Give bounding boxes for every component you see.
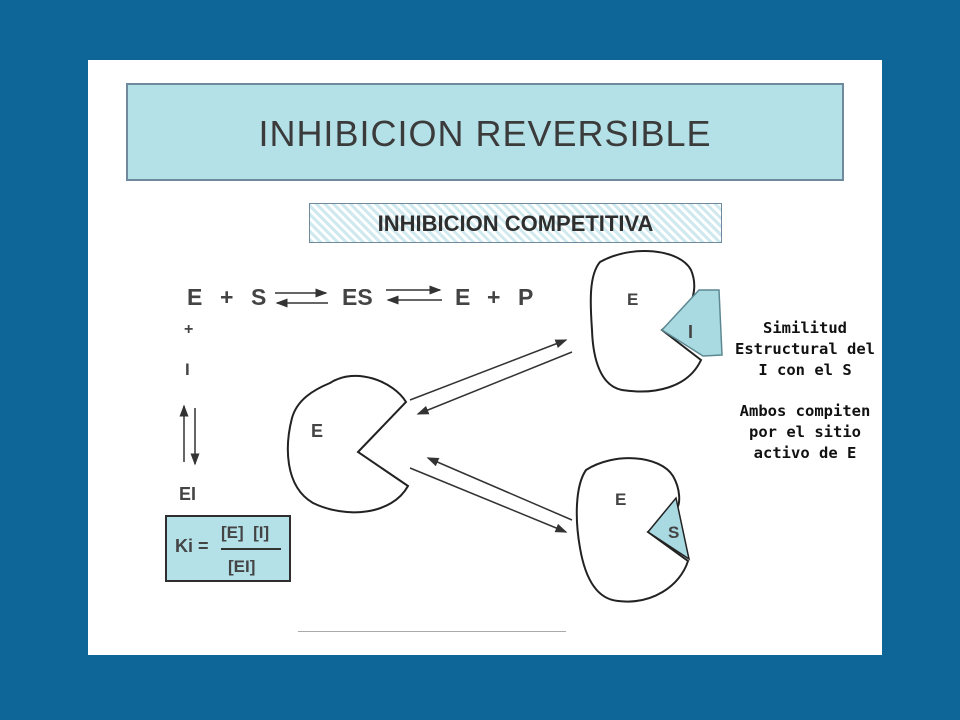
ki-fraction-bar (221, 548, 281, 550)
ki-label: Ki = (175, 536, 209, 556)
eq-es: ES (342, 284, 373, 310)
equilibrium-arrow-2 (386, 285, 442, 305)
eq-e: E (187, 284, 202, 310)
eq-plus-2: + (487, 284, 500, 310)
eq-e-product-side: E (455, 284, 470, 310)
title-box: INHIBICION REVERSIBLE (126, 83, 844, 181)
eq-i: I (185, 360, 190, 379)
enzyme-substrate-e-label: E (615, 490, 626, 509)
inhibitor-label: I (688, 322, 693, 342)
equilibrium-arrow-1 (275, 288, 328, 308)
eq-plus-1: + (220, 284, 233, 310)
note-spacer (734, 381, 876, 401)
enzyme-inhibitor-e-label: E (627, 290, 638, 309)
enzyme-substrate-shape (575, 457, 690, 603)
ki-formula-box: Ki = [E] [I] [EI] (165, 515, 291, 582)
bottom-divider (298, 631, 566, 632)
arrows-to-ei-complex (409, 339, 573, 415)
eq-ei: EI (179, 484, 196, 504)
equilibrium-arrow-vertical (179, 404, 200, 466)
note-competition: Ambos compiten por el sitio activo de E (739, 402, 871, 462)
note-similarity: Similitud Estructural del I con el S (735, 319, 875, 379)
eq-p: P (518, 284, 533, 310)
ki-numerator: [E] [I] (221, 523, 270, 542)
free-enzyme-label: E (311, 421, 323, 441)
explanation-note: Similitud Estructural del I con el S Amb… (734, 318, 876, 464)
subtitle: INHIBICION COMPETITIVA (377, 211, 654, 236)
subtitle-box: INHIBICION COMPETITIVA (309, 203, 722, 243)
free-enzyme-shape (286, 374, 410, 514)
page-title: INHIBICION REVERSIBLE (258, 113, 712, 154)
arrows-to-es-complex (409, 457, 573, 533)
substrate-label: S (668, 523, 679, 542)
eq-s: S (251, 284, 266, 310)
eq-plus-vertical: + (184, 321, 193, 338)
substrate-shape (646, 496, 691, 561)
inhibitor-shape (660, 289, 723, 357)
enzyme-inhibitor-shape (589, 250, 703, 393)
ki-denominator: [EI] (228, 557, 256, 576)
